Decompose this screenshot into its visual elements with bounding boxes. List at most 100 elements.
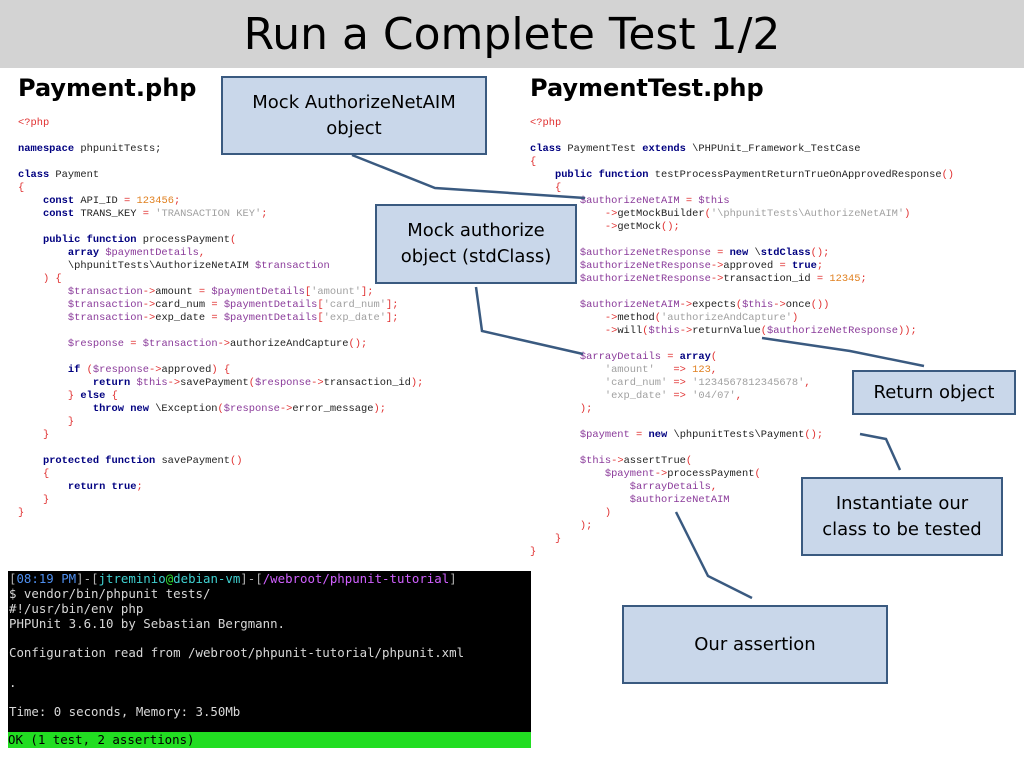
terminal-window: [08:19 PM]-[jtreminio@debian-vm]-[/webro… [8, 571, 531, 748]
code-token: [ [317, 299, 324, 311]
code-token [530, 377, 605, 389]
right-code-line [530, 286, 954, 299]
code-token: approved [161, 364, 212, 376]
slide-title: Run a Complete Test 1/2 [243, 8, 781, 60]
code-token: { [105, 390, 118, 402]
right-code-line: ); [530, 403, 954, 416]
terminal-line: Configuration read from /webroot/phpunit… [9, 645, 465, 660]
right-code-line: ->method('authorizeAndCapture') [530, 312, 954, 325]
code-token: -> [604, 208, 618, 220]
right-code-line: class PaymentTest extends \PHPUnit_Frame… [530, 143, 954, 156]
left-code-line: protected function savePayment() [18, 455, 423, 468]
callout-mock-authorize-line1: Mock authorize [407, 220, 545, 241]
left-code-line [18, 221, 423, 234]
code-token: $paymentDetails [205, 286, 305, 298]
code-token [530, 520, 580, 532]
code-token: , [735, 390, 743, 402]
code-token [530, 468, 605, 480]
code-token: 123456 [130, 195, 174, 207]
callout-mock-authorize-line2: object (stdClass) [400, 246, 552, 267]
code-token: -> [604, 312, 618, 324]
code-token: 123 [685, 364, 711, 376]
left-code-line: array $paymentDetails, [18, 247, 423, 260]
code-token: 'card_num' [604, 377, 668, 389]
code-token: ); [579, 520, 593, 532]
callout-our-assertion-label: Our assertion [694, 633, 816, 655]
code-token: ) { [211, 364, 231, 376]
code-token: { [554, 182, 562, 194]
code-token: = [779, 260, 786, 272]
code-token: extends [642, 143, 686, 155]
code-token: ]; [361, 286, 374, 298]
code-token: PaymentTest [561, 143, 643, 155]
code-token: new [723, 247, 749, 259]
right-code-line: ->getMock(); [530, 221, 954, 234]
left-code-line: { [18, 182, 423, 195]
code-token: array [673, 351, 711, 363]
code-token [18, 494, 43, 506]
code-token [18, 364, 68, 376]
code-token: $this [648, 325, 680, 337]
right-code-line: ->getMockBuilder('\phpunitTests\Authoriz… [530, 208, 954, 221]
left-code-line: class Payment [18, 169, 423, 182]
code-token: () [230, 455, 243, 467]
code-token: public function [554, 169, 649, 181]
right-code-line: ->will($this->returnValue($authorizeNetR… [530, 325, 954, 338]
code-token [530, 455, 580, 467]
code-token: $response [67, 338, 125, 350]
right-code-line: ) [530, 507, 954, 520]
code-token: else [80, 390, 106, 402]
code-token: if [67, 364, 81, 376]
code-token: [ [304, 286, 312, 298]
right-code-line: $arrayDetails = array( [530, 351, 954, 364]
right-code-line: 'amount' => 123, [530, 364, 954, 377]
code-token: ( [248, 377, 255, 389]
left-code-line [18, 442, 423, 455]
callout-instantiate-line1: Instantiate our [835, 492, 969, 514]
code-token: , [804, 377, 811, 389]
code-token [530, 403, 580, 415]
code-token [18, 377, 93, 389]
terminal-line: . [9, 675, 17, 690]
code-token: -> [142, 312, 156, 324]
left-code-line: } [18, 416, 423, 429]
code-token: $this [130, 377, 168, 389]
right-code-line [530, 442, 954, 455]
code-token [18, 338, 68, 350]
code-token: } [42, 429, 50, 441]
code-token: return true [67, 481, 137, 493]
code-token: ; [173, 195, 181, 207]
right-code-line: { [530, 156, 954, 169]
code-token: ); [373, 403, 386, 415]
code-token: ) [604, 507, 612, 519]
code-token: [ [317, 312, 324, 324]
code-token: approved [723, 260, 780, 272]
code-token [18, 416, 68, 428]
code-token: $transaction [67, 286, 143, 298]
code-token: (); [804, 429, 824, 441]
code-token: $arrayDetails [579, 351, 661, 363]
code-token: $response [223, 403, 280, 415]
prompt-user: jtreminio [98, 571, 166, 586]
code-token: } [67, 416, 75, 428]
right-code-line [530, 234, 954, 247]
code-token: = [816, 273, 824, 285]
code-token: = [629, 429, 643, 441]
right-code-line: public function testProcessPaymentReturn… [530, 169, 954, 182]
left-code-line: } [18, 507, 423, 520]
code-token: returnValue [692, 325, 761, 337]
right-code-line [530, 130, 954, 143]
code-token: $this [579, 455, 612, 467]
code-token: testProcessPaymentReturnTrueOnApprovedRe… [648, 169, 942, 181]
code-token [18, 403, 93, 415]
right-code-line: $authorizeNetAIM = $this [530, 195, 954, 208]
code-token: ); [579, 403, 593, 415]
code-token: authorizeAndCapture [230, 338, 349, 350]
terminal-prompt: [08:19 PM]-[jtreminio@debian-vm]-[/webro… [9, 571, 457, 586]
left-code-line: $transaction->exp_date = $paymentDetails… [18, 312, 423, 325]
code-token: ( [754, 468, 761, 480]
code-token [530, 533, 555, 545]
right-code-line [530, 338, 954, 351]
left-code-line: const API_ID = 123456; [18, 195, 423, 208]
